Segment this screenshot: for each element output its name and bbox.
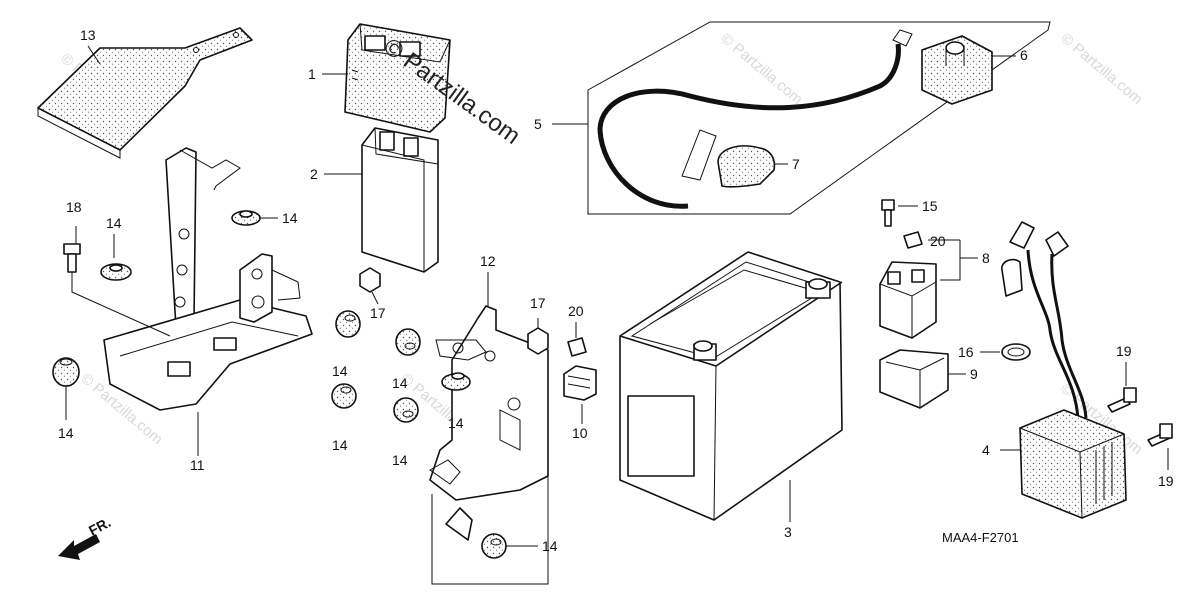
callout-20: 20 (568, 303, 584, 319)
callout-6: 6 (1020, 47, 1028, 63)
part-8-relay (879, 261, 937, 339)
part-14-grommet (393, 397, 419, 423)
part-7-terminal-boot (717, 145, 776, 188)
front-label: FR. (86, 514, 113, 539)
callout-11: 11 (190, 457, 205, 473)
watermark-text: © Partzilla.com (717, 30, 805, 108)
callout-10: 10 (572, 425, 588, 441)
callout-14: 14 (448, 415, 464, 431)
part-16-grommet (1001, 343, 1031, 361)
part-2-module (361, 127, 439, 273)
part-14-grommet (395, 328, 421, 356)
callout-14: 14 (542, 538, 558, 554)
part-20-fuse-upper (903, 231, 923, 249)
part-14-grommet (481, 533, 507, 559)
part-20-fuse-lower (567, 337, 587, 357)
part-14-grommet (335, 310, 361, 338)
callout-14: 14 (392, 452, 408, 468)
callout-1: 1 (308, 66, 316, 82)
part-14-grommet (331, 383, 357, 409)
callout-14: 14 (282, 210, 298, 226)
watermark-layer: © Partzilla.com © Partzilla.com © Partzi… (57, 30, 1145, 458)
part-11-bracket (103, 147, 313, 411)
part-12-bracket (429, 305, 549, 541)
callout-3: 3 (784, 524, 792, 540)
callout-17: 17 (530, 295, 546, 311)
callout-14: 14 (332, 363, 348, 379)
part-18-bolt (63, 243, 81, 273)
part-14-grommet (231, 210, 261, 226)
callout-13: 13 (80, 27, 96, 43)
part-6-terminal-cover (921, 35, 993, 105)
part-4-regulator (1001, 221, 1127, 519)
part-14-grommet (52, 357, 80, 387)
front-arrow: FR. (58, 514, 113, 560)
callout-9: 9 (970, 366, 978, 382)
part-5-cable-box (587, 21, 1051, 215)
part-3-battery (619, 251, 843, 521)
part-13-mat (37, 27, 253, 159)
callout-19: 19 (1116, 343, 1132, 359)
callout-5: 5 (534, 116, 542, 132)
part-17-nut (359, 267, 381, 293)
part-19-bolt-lower (1147, 423, 1173, 447)
callout-12: 12 (480, 253, 496, 269)
leader-lines (65, 45, 1169, 585)
callout-labels: 13 1 2 5 6 7 15 20 8 16 9 4 19 19 18 14 … (58, 27, 1174, 554)
callout-14: 14 (106, 215, 122, 231)
callout-15: 15 (922, 198, 938, 214)
part-9-relay-holder (879, 349, 949, 409)
front-arrow-icon (58, 534, 100, 560)
callout-17: 17 (370, 305, 386, 321)
callout-2: 2 (310, 166, 318, 182)
part-17-nut (527, 327, 549, 355)
callout-18: 18 (66, 199, 82, 215)
callout-14: 14 (58, 425, 74, 441)
callout-16: 16 (958, 344, 974, 360)
callout-7: 7 (792, 156, 800, 172)
callout-14: 14 (392, 375, 408, 391)
part-14-grommet (441, 372, 471, 391)
callout-14: 14 (332, 437, 348, 453)
callout-19: 19 (1158, 473, 1174, 489)
callout-20: 20 (930, 233, 946, 249)
part-15-bolt (881, 199, 895, 227)
callout-4: 4 (982, 442, 990, 458)
part-10-fuse-holder (563, 365, 597, 401)
part-14-grommet (100, 263, 132, 281)
part-19-bolt-upper (1107, 387, 1137, 413)
part-1-cover (344, 23, 451, 133)
diagram-code: MAA4-F2701 (942, 530, 1019, 545)
callout-8: 8 (982, 250, 990, 266)
watermark-text: © Partzilla.com (1057, 30, 1145, 108)
